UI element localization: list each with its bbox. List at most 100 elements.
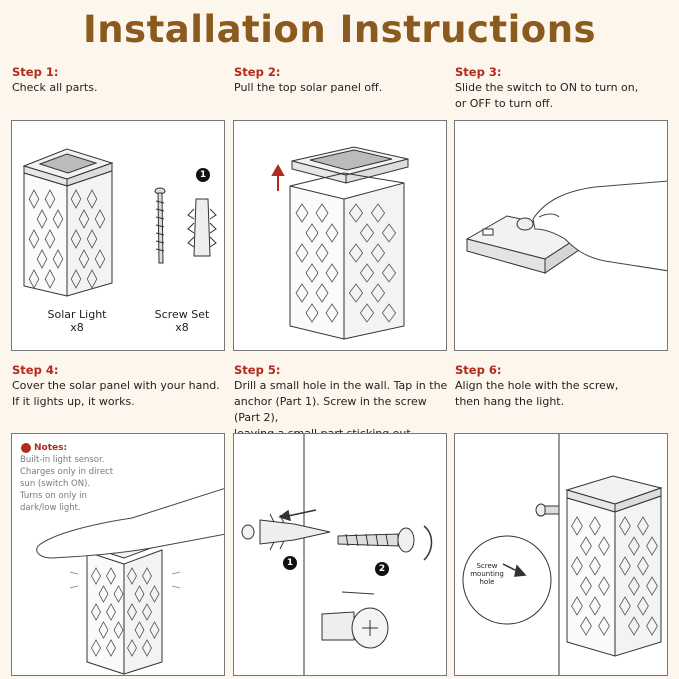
step-5-text: Step 5: Drill a small hole in the wall. … xyxy=(234,362,449,442)
warning-icon xyxy=(21,443,31,453)
lattice-diamond xyxy=(78,249,90,269)
drill-screw-illustration xyxy=(241,434,433,675)
lattice-diamond xyxy=(598,576,610,596)
lattice-diamond xyxy=(325,223,339,243)
lattice-diamond xyxy=(619,556,631,576)
step-4-line-2: If it lights up, it works. xyxy=(12,395,135,408)
lattice-diamond xyxy=(598,616,610,636)
lattice-diamond xyxy=(295,283,309,303)
pointer-arrow-icon xyxy=(502,563,527,577)
lattice-diamond xyxy=(44,189,56,209)
lattice-diamond xyxy=(359,223,375,243)
lattice-diamond xyxy=(359,263,375,283)
step-3-line-1: Slide the switch to ON to turn on, xyxy=(455,81,639,94)
lattice-diamond xyxy=(28,229,40,249)
lattice-diamond xyxy=(91,603,101,621)
lattice-diamond xyxy=(44,269,56,289)
lattice-diamond xyxy=(589,596,601,616)
notes-title: Notes: xyxy=(34,443,68,453)
lattice-diamond xyxy=(580,616,592,636)
step-3-line-2: or OFF to turn off. xyxy=(455,97,553,110)
note-line: Turns on only in xyxy=(20,491,87,501)
lattice-diamond xyxy=(44,229,56,249)
step-3-panel xyxy=(454,120,668,351)
lattice-diamond xyxy=(315,203,329,223)
step-6-text: Step 6: Align the hole with the screw, t… xyxy=(455,362,670,410)
hand-icon xyxy=(36,488,224,559)
note-line: sun (switch ON). xyxy=(20,479,91,489)
lattice-diamond xyxy=(646,536,658,556)
step-3-text: Step 3: Slide the switch to ON to turn o… xyxy=(455,64,670,112)
lattice-diamond xyxy=(348,243,364,263)
lattice-diamond xyxy=(646,616,658,636)
step-5-line-1: Drill a small hole in the wall. Tap in t… xyxy=(234,379,448,392)
step-4-panel: Notes: Built-in light sensor. Charges on… xyxy=(11,433,225,676)
lattice-diamond xyxy=(295,243,309,263)
step-6-label: Step 6: xyxy=(455,363,502,377)
lattice-diamond xyxy=(106,639,116,657)
lattice-diamond xyxy=(127,639,137,657)
lattice-diamond xyxy=(628,576,640,596)
lattice-diamond xyxy=(70,229,82,249)
lattice-diamond xyxy=(571,596,583,616)
lattice-diamond xyxy=(637,516,649,536)
part-1-badge: 1 xyxy=(286,558,294,568)
lattice-diamond xyxy=(127,567,137,585)
lattice-diamond xyxy=(149,621,160,639)
step-6-line-1: Align the hole with the screw, xyxy=(455,379,619,392)
lattice-diamond xyxy=(370,283,386,303)
hang-light-illustration xyxy=(462,434,663,675)
lattice-diamond xyxy=(305,223,319,243)
lattice-diamond xyxy=(571,556,583,576)
part-1-badge-label: 1 xyxy=(199,170,207,180)
lattice-diamond xyxy=(637,556,649,576)
lattice-diamond xyxy=(142,603,152,621)
step-3-label: Step 3: xyxy=(455,65,502,79)
lattice-diamond xyxy=(28,269,40,289)
lattice-diamond xyxy=(589,556,601,576)
lattice-diamond xyxy=(325,303,339,323)
lattice-diamond xyxy=(348,203,364,223)
lattice-diamond xyxy=(381,303,397,323)
lattice-diamond xyxy=(36,249,48,269)
step-2-line-1: Pull the top solar panel off. xyxy=(234,81,383,94)
step-2-text: Step 2: Pull the top solar panel off. xyxy=(234,64,444,96)
lattice-diamond xyxy=(94,249,106,269)
lattice-diamond xyxy=(325,263,339,283)
screw-head-icon xyxy=(321,607,389,649)
lattice-diamond xyxy=(646,576,658,596)
lattice-diamond xyxy=(370,243,386,263)
lid-removal-illustration xyxy=(271,146,409,340)
lattice-diamond xyxy=(113,621,124,639)
lattice-diamond xyxy=(305,303,319,323)
lattice-diamond xyxy=(91,639,101,657)
lattice-diamond xyxy=(580,576,592,596)
step-2-panel xyxy=(233,120,447,351)
lattice-diamond xyxy=(98,621,109,639)
note-line: Charges only in direct xyxy=(20,467,114,477)
part-1-badge-icon xyxy=(196,168,210,182)
lattice-diamond xyxy=(619,596,631,616)
lattice-diamond xyxy=(134,621,145,639)
detail-zoom-circle xyxy=(462,535,552,625)
screw-icon xyxy=(535,503,560,517)
lattice-diamond xyxy=(52,249,64,269)
lattice-diamond xyxy=(315,243,329,263)
step-5-line-2: anchor (Part 1). Screw in the screw (Par… xyxy=(234,395,427,424)
lattice-diamond xyxy=(113,585,124,603)
up-arrow-icon xyxy=(271,163,285,191)
lattice-diamond xyxy=(305,263,319,283)
lattice-diamond xyxy=(70,189,82,209)
step-6-line-2: then hang the light. xyxy=(455,395,565,408)
lattice-diamond xyxy=(580,536,592,556)
note-line: Built-in light sensor. xyxy=(20,455,105,465)
lattice-diamond xyxy=(637,596,649,616)
part-2-badge: 2 xyxy=(378,564,386,574)
screw-icon xyxy=(337,527,415,553)
lattice-diamond xyxy=(36,209,48,229)
lattice-diamond xyxy=(86,269,98,289)
step-1-line-1: Check all parts. xyxy=(12,81,98,94)
page-title: Installation Instructions xyxy=(82,8,597,51)
lattice-diamond xyxy=(381,263,397,283)
